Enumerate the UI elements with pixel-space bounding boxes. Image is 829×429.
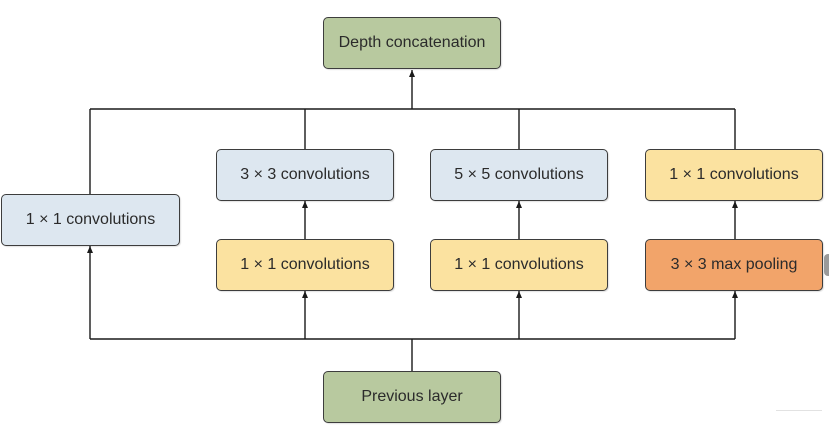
- branch4-conv-node: 1 × 1 convolutions: [645, 149, 823, 201]
- branch3-reduce-node: 1 × 1 convolutions: [430, 239, 608, 291]
- branch4-pool-node: 3 × 3 max pooling: [645, 239, 823, 291]
- edge-scroll-handle: [824, 254, 829, 276]
- branch1-conv-node: 1 × 1 convolutions: [1, 194, 180, 246]
- edge-divider: [776, 410, 822, 411]
- branch2-reduce-node: 1 × 1 convolutions: [216, 239, 394, 291]
- output-node: Depth concatenation: [323, 17, 501, 69]
- branch3-conv-node: 5 × 5 convolutions: [430, 149, 608, 201]
- input-node: Previous layer: [323, 371, 501, 423]
- branch2-conv-node: 3 × 3 convolutions: [216, 149, 394, 201]
